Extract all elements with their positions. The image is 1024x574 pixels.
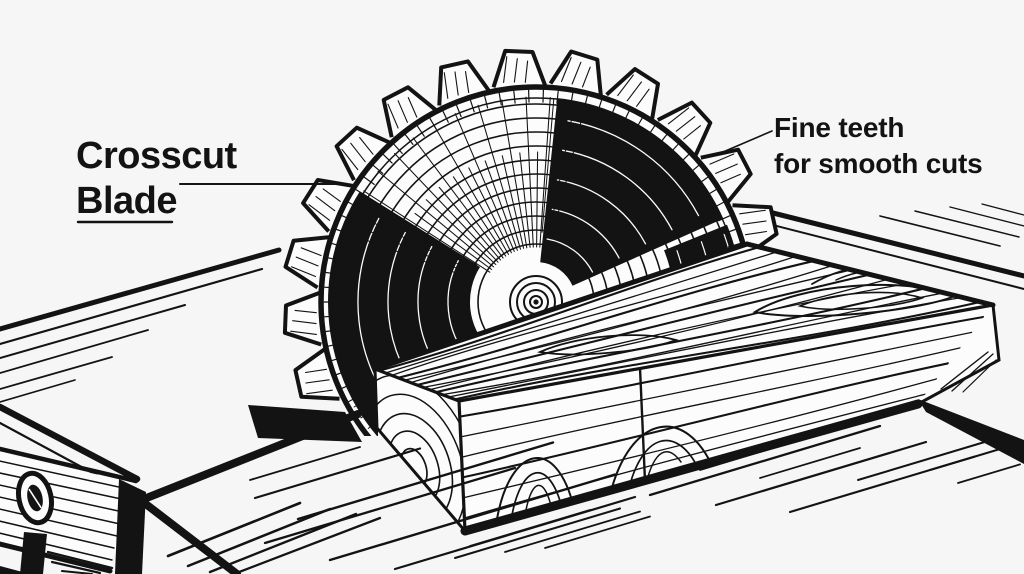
label-fine-teeth: Fine teeth for smooth cuts [774, 110, 983, 182]
board-right-end-face [918, 305, 999, 404]
board-front-face [459, 305, 993, 531]
table-back-edges [0, 203, 1024, 403]
wood-board-illustration [372, 241, 1024, 536]
table-front-right-edge [918, 399, 1024, 464]
rail-bracket [115, 479, 146, 574]
table-corner-edge [143, 501, 241, 574]
leader-line-fine-teeth [715, 130, 773, 156]
label-fine-teeth-line1: Fine teeth [774, 112, 905, 143]
table-front-edge [140, 410, 362, 503]
blade-slot-shadow [248, 405, 362, 442]
board-shadow [460, 399, 923, 536]
annotation-lines [76, 130, 773, 224]
label-crosscut-blade: Crosscut Blade [76, 134, 237, 224]
rail-face-hatching [0, 459, 129, 561]
table-leg [20, 532, 47, 574]
board-top-face [375, 244, 993, 401]
table-surface-hatching [249, 424, 1021, 571]
label-fine-teeth-line2: for smooth cuts [774, 148, 983, 179]
table-front-structure [0, 403, 382, 574]
knob-illustration [16, 470, 54, 526]
label-crosscut-line2: Blade [76, 180, 177, 222]
label-crosscut-line1: Crosscut [76, 135, 237, 177]
